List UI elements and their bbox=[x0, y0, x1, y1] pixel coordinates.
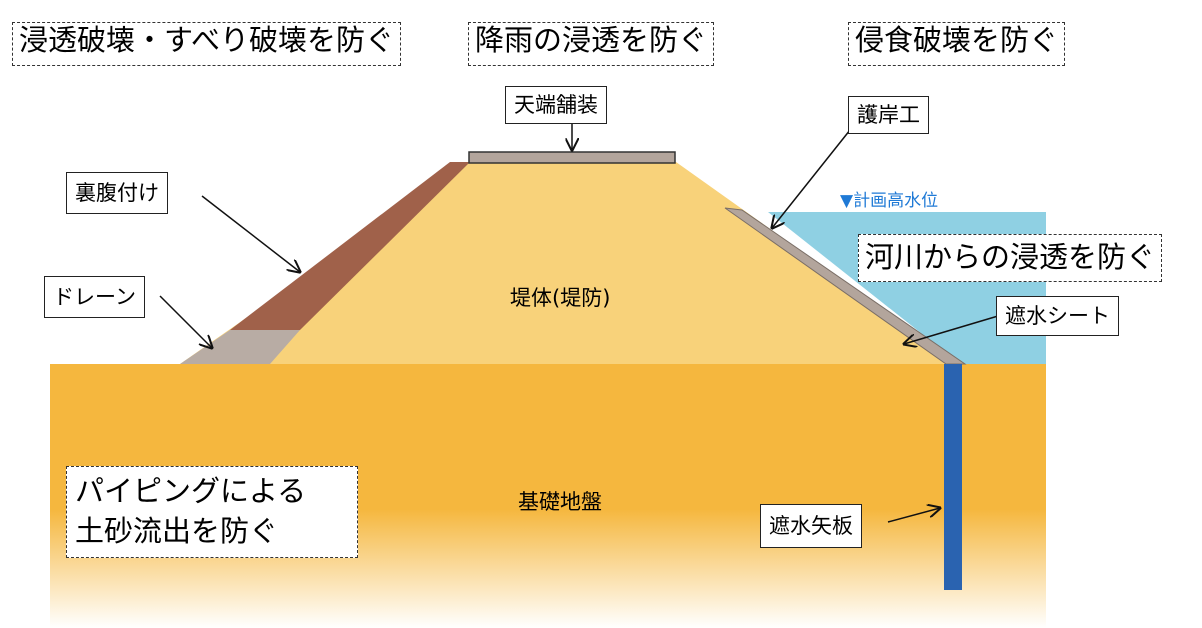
title-rain-infiltration: 降雨の浸透を防ぐ bbox=[468, 22, 715, 66]
drain bbox=[180, 330, 300, 364]
embankment-body bbox=[180, 162, 960, 364]
arrow-sheet-pile bbox=[887, 508, 940, 523]
revetment-sheet bbox=[724, 207, 967, 365]
note-piping: パイピングによる 土砂流出を防ぐ bbox=[66, 466, 358, 558]
label-back-slope-fill: 裏腹付け bbox=[66, 172, 168, 214]
label-sheet-pile: 遮水矢板 bbox=[760, 504, 862, 548]
design-water-level-text: ▼計画高水位 bbox=[840, 191, 939, 211]
label-crown-pavement: 天端舗装 bbox=[505, 86, 607, 124]
back-slope-fill bbox=[230, 162, 470, 330]
sheet-pile bbox=[944, 364, 962, 590]
arrow-back-fill bbox=[201, 195, 300, 272]
arrow-drain bbox=[159, 295, 212, 348]
foundation-text: 基礎地盤 bbox=[518, 490, 602, 514]
arrow-sheet bbox=[904, 315, 999, 344]
label-impermeable-sheet: 遮水シート bbox=[996, 296, 1119, 336]
note-river-seepage: 河川からの浸透を防ぐ bbox=[858, 234, 1163, 282]
label-drain: ドレーン bbox=[44, 276, 145, 318]
arrow-revetment bbox=[772, 129, 851, 228]
embankment-text: 堤体(堤防) bbox=[510, 286, 611, 310]
note-piping-line2: 土砂流出を防ぐ bbox=[75, 514, 279, 548]
note-piping-line1: パイピングによる bbox=[75, 474, 307, 508]
crown-pavement bbox=[468, 151, 676, 164]
title-erosion: 侵食破壊を防ぐ bbox=[848, 22, 1066, 66]
label-revetment: 護岸工 bbox=[848, 96, 929, 134]
title-seepage-slip: 浸透破壊・すべり破壊を防ぐ bbox=[12, 22, 401, 66]
